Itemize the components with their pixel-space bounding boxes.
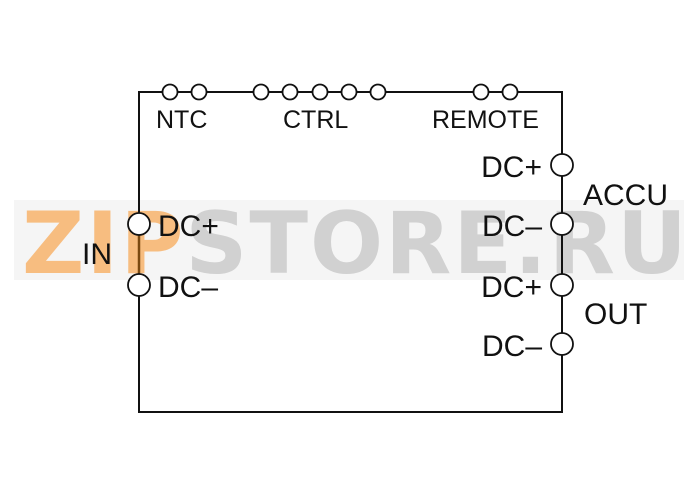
remote-label: REMOTE [432, 106, 539, 134]
ctrl-label: CTRL [283, 106, 348, 134]
out-label: OUT [584, 298, 647, 331]
output-terminals [550, 153, 574, 356]
remote-terminals [472, 83, 519, 101]
accu-dc-plus-terminal [550, 153, 574, 177]
ntc-terminal-2 [190, 83, 208, 101]
remote-terminal-1 [472, 83, 490, 101]
out-dc-minus-label: DC– [482, 330, 542, 363]
ntc-label: NTC [156, 106, 207, 134]
out-dc-plus-label: DC+ [481, 271, 542, 304]
accu-dc-minus-terminal [550, 212, 574, 236]
watermark-band [14, 200, 684, 280]
input-terminals [127, 212, 151, 297]
ctrl-terminal-4 [340, 83, 358, 101]
in-dc-minus-label: DC– [158, 271, 218, 304]
accu-dc-plus-label: DC+ [481, 151, 542, 184]
input-dc-plus-terminal [127, 212, 151, 236]
accu-label: ACCU [583, 179, 668, 212]
ntc-terminals [161, 83, 208, 101]
ctrl-terminal-3 [311, 83, 329, 101]
ctrl-terminal-2 [281, 83, 299, 101]
watermark-part-1: ZIP [22, 194, 185, 294]
watermark-text: ZIPSTORE.RU [22, 194, 689, 294]
input-dc-minus-terminal [127, 273, 151, 297]
in-dc-plus-label: DC+ [158, 210, 219, 243]
in-label: IN [82, 238, 112, 271]
out-dc-minus-terminal [550, 332, 574, 356]
ctrl-terminal-1 [252, 83, 270, 101]
remote-terminal-2 [501, 83, 519, 101]
ntc-terminal-1 [161, 83, 179, 101]
ctrl-terminals [252, 83, 387, 101]
watermark-part-2: STORE.RU [185, 194, 688, 294]
accu-dc-minus-label: DC– [482, 210, 542, 243]
watermark: ZIPSTORE.RU [14, 194, 689, 294]
ctrl-terminal-5 [369, 83, 387, 101]
out-dc-plus-terminal [550, 273, 574, 297]
